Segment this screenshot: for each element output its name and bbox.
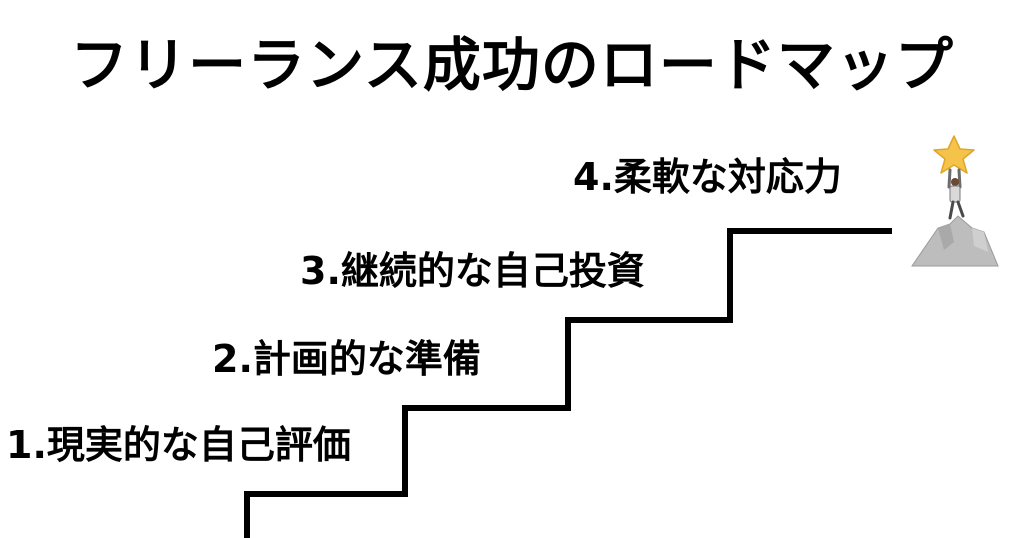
- step-2-label: 2.計画的な準備: [212, 337, 481, 381]
- page-title: フリーランス成功のロードマップ: [70, 31, 954, 99]
- star-icon: [933, 135, 975, 174]
- step-4-label: 4.柔軟な対応力: [573, 155, 842, 199]
- rock-peak-icon: [911, 215, 999, 267]
- step-3-label: 3.継続的な自己投資: [300, 249, 645, 293]
- step-1-label: 1.現実的な自己評価: [6, 423, 351, 467]
- climber-on-mountain-holding-star-icon: [911, 135, 999, 267]
- staircase-line: [244, 228, 892, 538]
